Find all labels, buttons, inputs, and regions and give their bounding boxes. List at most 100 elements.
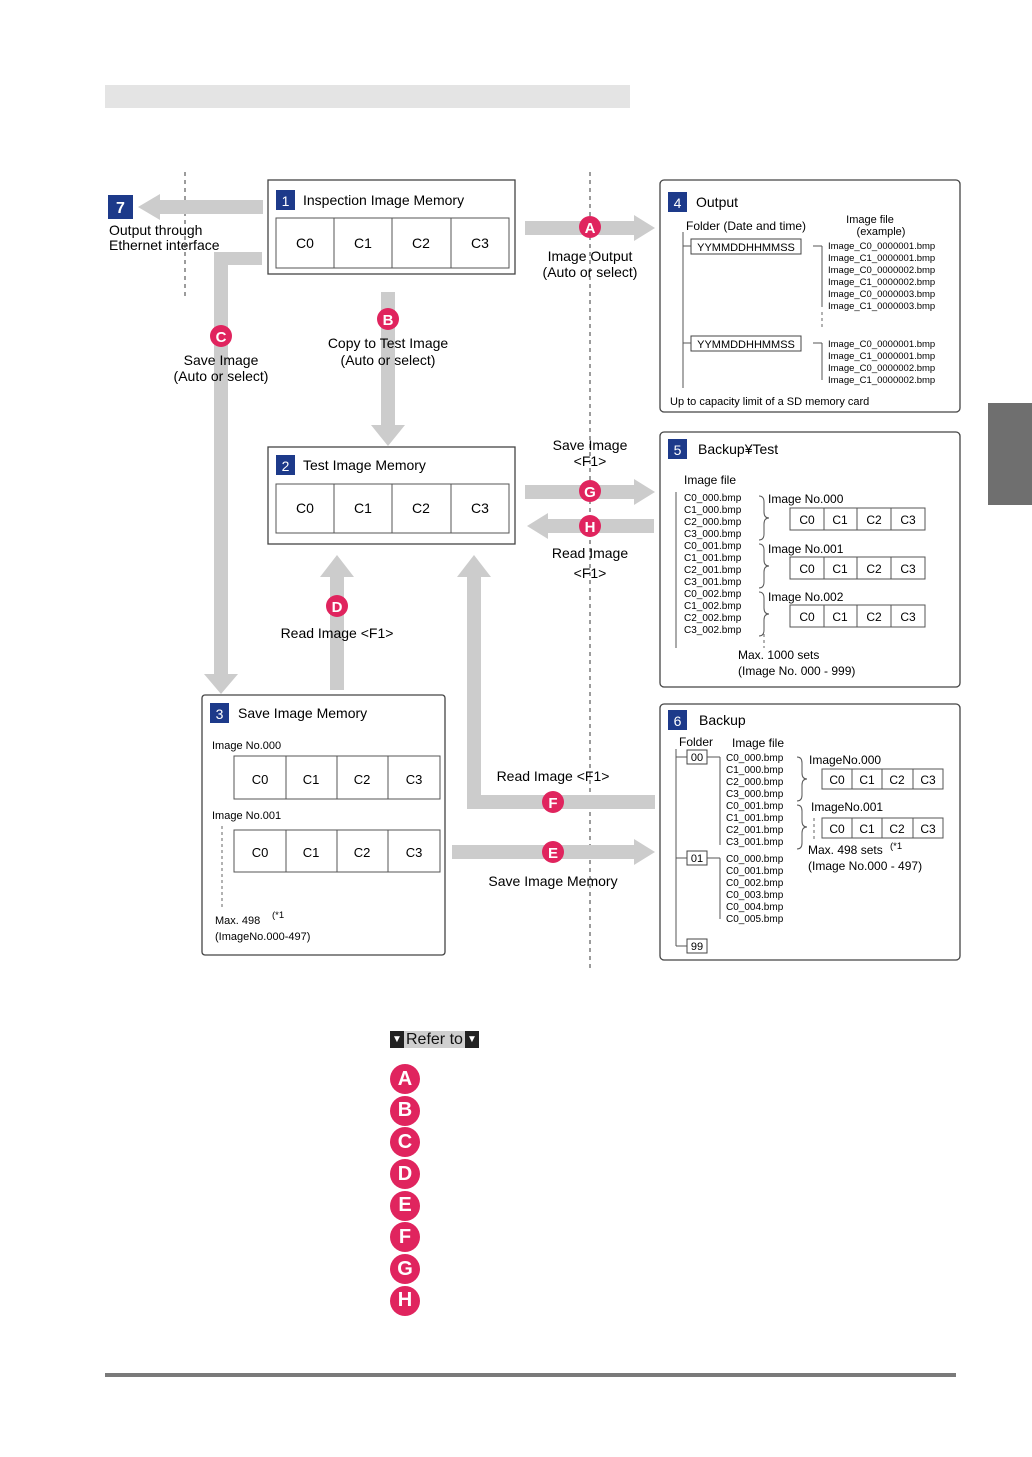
svg-text:C0: C0 — [829, 822, 845, 836]
svg-text:C2: C2 — [866, 610, 882, 624]
arrow-a: A Image Output (Auto or select) — [543, 216, 638, 280]
svg-text:C3: C3 — [900, 562, 916, 576]
ref-g-badge[interactable]: G — [390, 1254, 420, 1285]
box5-max: Max. 1000 sets — [738, 648, 819, 662]
ref-b-badge[interactable]: B — [390, 1095, 420, 1126]
arrow-a-line2: (Auto or select) — [543, 264, 638, 280]
box-inspection-memory: 1 Inspection Image Memory C0 C1 C2 C3 — [267, 179, 516, 275]
svg-text:C0_001.bmp: C0_001.bmp — [726, 801, 784, 812]
triangle-down-icon: ▼ — [390, 1031, 404, 1048]
box6-files-00: C0_000.bmp C1_000.bmp C2_000.bmp C3_000.… — [726, 753, 784, 848]
svg-text:C3_001.bmp: C3_001.bmp — [684, 577, 742, 588]
svg-text:C0_002.bmp: C0_002.bmp — [684, 589, 742, 600]
ref-a-badge[interactable]: A — [390, 1064, 420, 1094]
arrow-d-line1: Read Image <F1> — [281, 625, 394, 641]
svg-text:C1_000.bmp: C1_000.bmp — [726, 765, 784, 776]
svg-text:Image_C1_0000001.bmp: Image_C1_0000001.bmp — [828, 351, 935, 362]
box6-files-01: C0_000.bmp C0_001.bmp C0_002.bmp C0_003.… — [726, 854, 784, 925]
refer-to-label: ▼ Refer to ▼ — [390, 1031, 479, 1048]
box5-range: (Image No. 000 - 999) — [738, 664, 855, 678]
svg-text:C0_000.bmp: C0_000.bmp — [726, 854, 784, 865]
svg-text:C0_000.bmp: C0_000.bmp — [684, 493, 742, 504]
box2-cell-c1: C1 — [354, 500, 372, 516]
arrow-f: F Read Image <F1> — [497, 768, 609, 813]
box6-folder-99: 99 — [691, 941, 703, 953]
image-memory-diagram: 1 Inspection Image Memory C0 C1 C2 C3 2 … — [108, 172, 961, 972]
ref-c-badge[interactable]: C — [390, 1127, 420, 1158]
box7-num: 7 — [116, 200, 125, 217]
svg-text:C2: C2 — [866, 562, 882, 576]
box4-files2: Image_C0_0000001.bmp Image_C1_0000001.bm… — [828, 339, 935, 386]
svg-text:C3_000.bmp: C3_000.bmp — [726, 789, 784, 800]
box3-r0-c0: C0 — [252, 772, 269, 787]
svg-text:C1: C1 — [832, 513, 848, 527]
box4-file-example: (example) — [857, 226, 906, 238]
box5-image2: Image No.002 — [768, 590, 844, 604]
svg-text:Image_C0_0000001.bmp: Image_C0_0000001.bmp — [828, 339, 935, 350]
svg-text:D: D — [332, 599, 343, 616]
arrow-g-line1: Save Image — [553, 437, 628, 453]
svg-text:C2_000.bmp: C2_000.bmp — [684, 517, 742, 528]
svg-text:C2: C2 — [889, 822, 905, 836]
box5-files: C0_000.bmp C1_000.bmp C2_000.bmp C3_000.… — [684, 493, 742, 636]
box4-folder-label: Folder (Date and time) — [686, 219, 806, 233]
arrow-e-line1: Save Image Memory — [488, 873, 617, 889]
box6-folder-label: Folder — [679, 735, 713, 749]
arrow-h-line1: Read Image — [552, 545, 628, 561]
ref-h-badge[interactable]: H — [390, 1285, 420, 1316]
box6-cells: C0 C1 C2 C3 C0 C1 C2 C3 — [821, 768, 944, 839]
box3-r1-c3: C3 — [406, 845, 423, 860]
ref-e-badge[interactable]: E — [390, 1190, 420, 1221]
svg-text:C1: C1 — [832, 610, 848, 624]
svg-text:C0_005.bmp: C0_005.bmp — [726, 914, 784, 925]
box5-file-label: Image file — [684, 473, 736, 487]
svg-text:C3_001.bmp: C3_001.bmp — [726, 837, 784, 848]
svg-text:C2_000.bmp: C2_000.bmp — [726, 777, 784, 788]
ref-d-badge[interactable]: D — [390, 1159, 420, 1190]
svg-text:C1: C1 — [859, 822, 875, 836]
arrow-c: C Save Image (Auto or select) — [174, 325, 268, 384]
box6-title: Backup — [699, 712, 746, 728]
box6-num: 6 — [674, 713, 682, 729]
box4-num: 4 — [674, 195, 682, 211]
svg-text:B: B — [383, 312, 394, 329]
box3-footnote: (*1 — [272, 910, 284, 921]
box1-cell-c3: C3 — [471, 235, 489, 251]
svg-text:Image_C0_0000001.bmp: Image_C0_0000001.bmp — [828, 241, 935, 252]
arrow-g: G Save Image <F1> — [553, 437, 628, 502]
svg-text:C0: C0 — [799, 562, 815, 576]
svg-text:H: H — [585, 519, 596, 536]
svg-text:C0: C0 — [829, 773, 845, 787]
arrow-b-line2: (Auto or select) — [341, 352, 436, 368]
svg-text:F: F — [548, 795, 557, 812]
svg-text:C1: C1 — [832, 562, 848, 576]
svg-text:C3: C3 — [900, 513, 916, 527]
box6-file-label: Image file — [732, 736, 784, 750]
box-output: 4 Output Folder (Date and time) Image fi… — [659, 179, 961, 413]
svg-text:G: G — [584, 484, 596, 501]
box4-folder1: YYMMDDHHMMSS — [697, 242, 795, 254]
ref-f-badge[interactable]: F — [390, 1222, 420, 1253]
box4-file-label: Image file — [846, 214, 894, 226]
box-backup: 6 Backup Folder Image file 00 C0_000.bmp… — [659, 703, 961, 961]
svg-text:C2_002.bmp: C2_002.bmp — [684, 613, 742, 624]
box3-image0: Image No.000 — [212, 740, 281, 752]
svg-text:E: E — [548, 845, 558, 862]
box4-folder2: YYMMDDHHMMSS — [697, 339, 795, 351]
svg-text:Image_C1_0000001.bmp: Image_C1_0000001.bmp — [828, 253, 935, 264]
box2-cell-c3: C3 — [471, 500, 489, 516]
svg-text:Image_C0_0000003.bmp: Image_C0_0000003.bmp — [828, 289, 935, 300]
arrow-e: E Save Image Memory — [488, 841, 618, 889]
box-backup-test: 5 Backup¥Test Image file C0_000.bmp C1_0… — [659, 431, 961, 688]
box5-cells: C0 C1 C2 C3 C0 C1 C2 C3 C0 C1 C2 C3 — [789, 507, 926, 628]
svg-text:C0_002.bmp: C0_002.bmp — [726, 878, 784, 889]
svg-text:C3_000.bmp: C3_000.bmp — [684, 529, 742, 540]
box5-image0: Image No.000 — [768, 492, 844, 506]
svg-text:C0: C0 — [799, 513, 815, 527]
box3-r1-c0: C0 — [252, 845, 269, 860]
svg-text:C3: C3 — [900, 610, 916, 624]
box3-range: (ImageNo.000-497) — [215, 931, 310, 943]
svg-text:C0_000.bmp: C0_000.bmp — [726, 753, 784, 764]
box1-num: 1 — [282, 193, 290, 209]
box6-image1: ImageNo.001 — [811, 800, 883, 814]
